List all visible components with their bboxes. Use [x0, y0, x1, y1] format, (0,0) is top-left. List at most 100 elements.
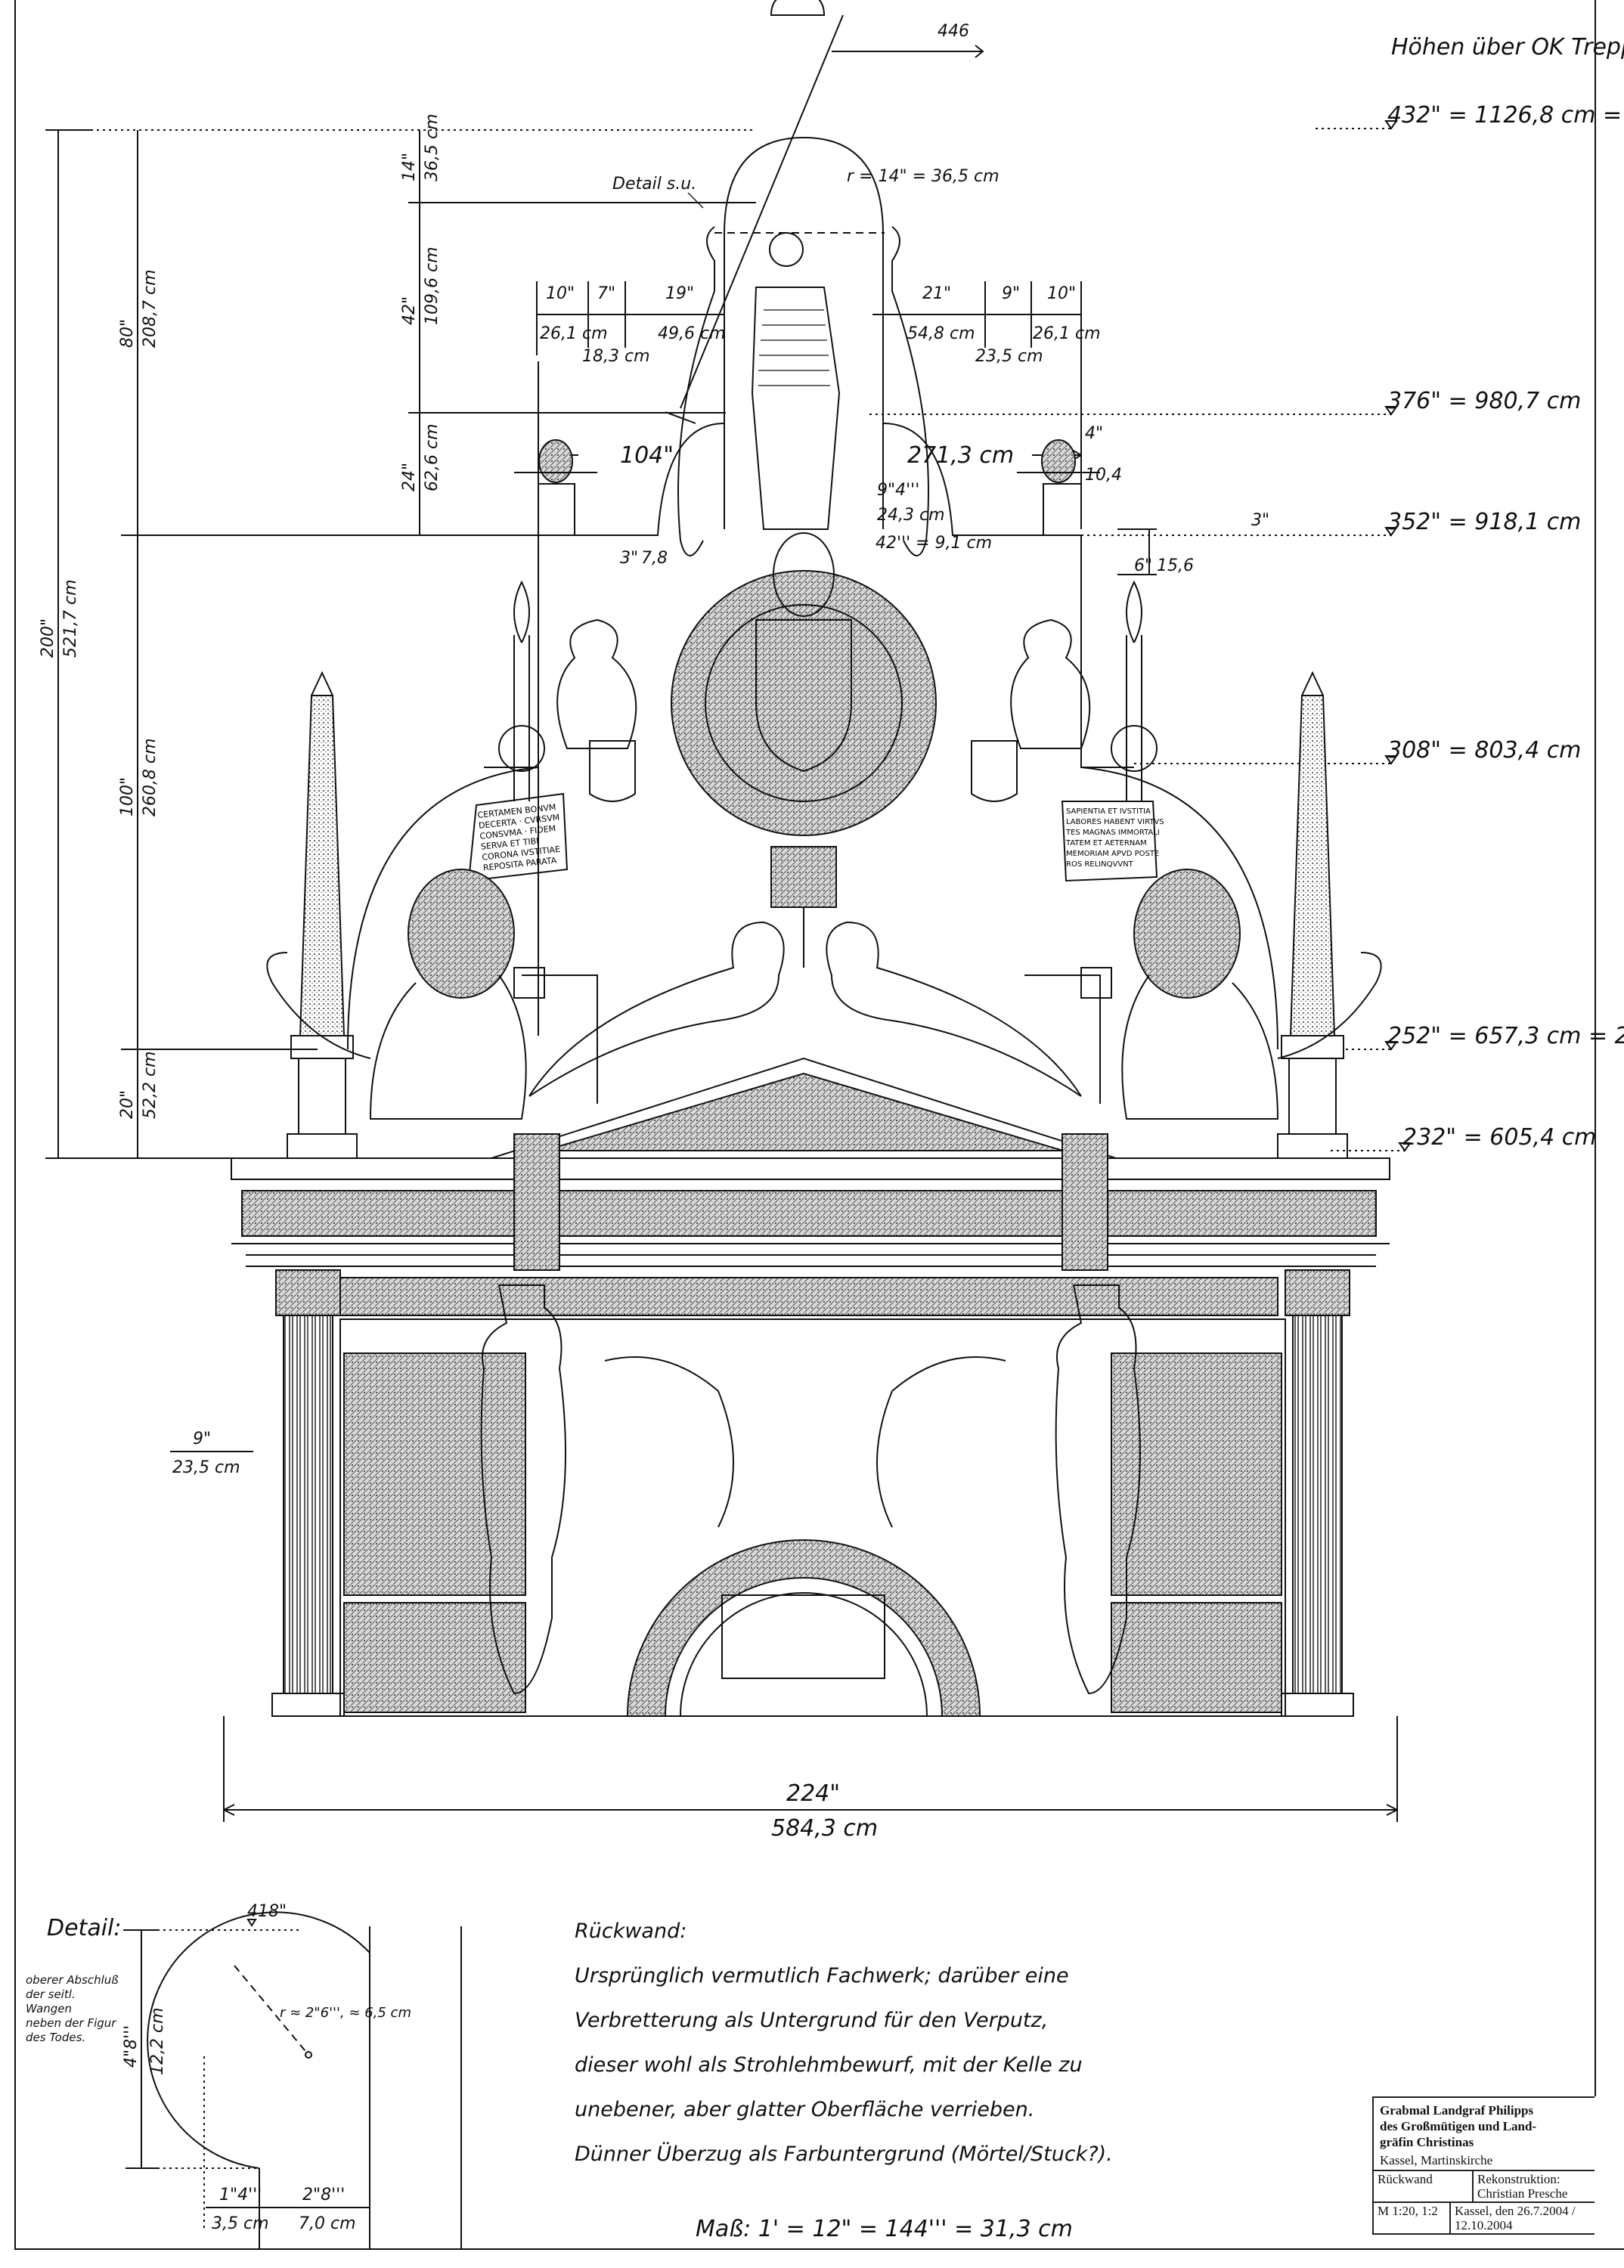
svg-text:23,5 cm: 23,5 cm — [975, 347, 1043, 366]
svg-text:54,8 cm: 54,8 cm — [907, 324, 975, 343]
svg-text:7,8: 7,8 — [641, 549, 668, 568]
svg-text:1"4''': 1"4''' — [219, 2186, 262, 2204]
obelisk-right — [1277, 671, 1348, 1159]
detail-description-line: oberer Abschluß — [26, 1973, 119, 1987]
drawing-scale: M 1:20, 1:2 — [1374, 2203, 1451, 2233]
arch — [626, 1539, 981, 1717]
svg-text:9"4''': 9"4''' — [877, 481, 919, 500]
svg-text:352" = 918,1 cm: 352" = 918,1 cm — [1387, 509, 1581, 535]
notes-line: unebener, aber glatter Oberfläche verrie… — [575, 2098, 1035, 2121]
title-block: Grabmal Landgraf Philipps des Großmütige… — [1372, 2096, 1595, 2235]
svg-text:224": 224" — [786, 1780, 840, 1807]
svg-text:252" = 657,3 cm = 21': 252" = 657,3 cm = 21' — [1387, 1023, 1624, 1049]
svg-text:49,6 cm: 49,6 cm — [658, 324, 726, 343]
svg-text:26,1 cm: 26,1 cm — [1033, 324, 1101, 343]
construction-notes: Rückwand: Ursprünglich vermutlich Fachwe… — [575, 1909, 1119, 2177]
height-level-308: 308" = 803,4 cm — [1134, 737, 1581, 765]
height-level-252: 252" = 657,3 cm = 21' — [1346, 1023, 1624, 1051]
top-marker: 446 — [832, 22, 984, 58]
svg-text:3": 3" — [1251, 511, 1269, 530]
column-left — [271, 1269, 345, 1717]
notes-line: Dünner Überzug als Farbuntergrund (Mörte… — [575, 2143, 1113, 2166]
angel-left — [556, 618, 637, 802]
notes-line: Ursprünglich vermutlich Fachwerk; darübe… — [575, 1964, 1069, 1988]
skull-ornament-left — [514, 439, 597, 483]
svg-text:Detail:: Detail: — [47, 1915, 121, 1941]
detail-description-line: der seitl. Wangen — [26, 1988, 76, 2015]
svg-text:200": 200" — [39, 618, 57, 658]
drawing-title: Grabmal Landgraf Philipps des Großmütige… — [1380, 2103, 1537, 2149]
detail-description-line: neben der Figur — [26, 2016, 116, 2030]
heights-header: Höhen über OK Treppe: — [1391, 34, 1624, 60]
notes-line: Verbretterung als Untergrund für den Ver… — [575, 2009, 1049, 2032]
svg-text:10,4: 10,4 — [1085, 466, 1122, 485]
svg-text:10": 10" — [1047, 284, 1076, 303]
svg-text:232" = 605,4 cm: 232" = 605,4 cm — [1402, 1124, 1596, 1151]
svg-text:15,6: 15,6 — [1157, 556, 1194, 575]
svg-text:42": 42" — [400, 296, 419, 325]
height-level-352: 352" = 918,1 cm — [1081, 509, 1581, 537]
upper-gable — [347, 423, 1278, 1050]
height-level-232: 232" = 605,4 cm — [1331, 1124, 1596, 1152]
svg-text:260,8 cm: 260,8 cm — [141, 738, 160, 816]
svg-text:10": 10" — [546, 284, 575, 303]
bottom-dimension: 224" 584,3 cm — [223, 1716, 1398, 1842]
svg-text:521,7 cm: 521,7 cm — [61, 579, 80, 658]
svg-text:432" = 1126,8 cm = 36': 432" = 1126,8 cm = 36' — [1387, 102, 1624, 129]
svg-text:24": 24" — [400, 463, 419, 491]
svg-text:7,0 cm: 7,0 cm — [299, 2214, 356, 2233]
svg-text:100": 100" — [118, 777, 137, 816]
notes-title: Rückwand: — [575, 1919, 687, 1943]
svg-text:109,6 cm: 109,6 cm — [423, 246, 442, 325]
notes-line: dieser wohl als Strohlehmbewurf, mit der… — [575, 2053, 1083, 2077]
svg-text:584,3 cm: 584,3 cm — [771, 1815, 878, 1842]
svg-text:80": 80" — [118, 319, 137, 348]
svg-text:104": 104" — [620, 442, 674, 469]
svg-text:20": 20" — [118, 1090, 137, 1119]
detail-drawing: Detail: 418" 4"8''' 12,2 cm r ≈ 2"6''', … — [47, 1902, 462, 2249]
skull-ornament-right — [1017, 439, 1100, 483]
death-figure — [665, 0, 844, 530]
svg-text:2"8''': 2"8''' — [302, 2186, 345, 2204]
svg-text:19": 19" — [665, 284, 694, 303]
svg-text:21": 21" — [922, 284, 951, 303]
obelisk-left — [287, 671, 358, 1159]
svg-text:3": 3" — [620, 549, 638, 568]
svg-text:62,6 cm: 62,6 cm — [423, 423, 442, 491]
relief-panel — [339, 1284, 1286, 1717]
drawing-date: Kassel, den 26.7.2004 /12.10.2004 — [1455, 2204, 1576, 2232]
svg-text:9": 9" — [1002, 284, 1020, 303]
detail-description-line: des Todes. — [26, 2031, 86, 2044]
svg-text:308" = 803,4 cm: 308" = 803,4 cm — [1387, 737, 1581, 764]
height-level-432: 432" = 1126,8 cm = 36' — [1316, 102, 1624, 130]
death-niche — [665, 0, 929, 556]
svg-text:24,3 cm: 24,3 cm — [877, 506, 945, 525]
svg-text:4": 4" — [1085, 424, 1103, 443]
height-levels: 432" = 1126,8 cm = 36' 376" = 980,7 cm 3… — [869, 102, 1624, 1152]
drawing-author: Rekonstruktion:Christian Presche — [1477, 2172, 1568, 2201]
detail-description: oberer Abschluß der seitl. Wangen neben … — [26, 1973, 124, 2045]
column-right — [1281, 1269, 1354, 1717]
svg-text:271,3 cm: 271,3 cm — [907, 442, 1014, 469]
svg-text:446: 446 — [938, 22, 969, 41]
lion-left — [266, 869, 527, 1120]
svg-text:52,2 cm: 52,2 cm — [141, 1051, 160, 1119]
coat-of-arms — [671, 532, 937, 968]
svg-text:r ≈ 2"6''', ≈ 6,5 cm: r ≈ 2"6''', ≈ 6,5 cm — [280, 2005, 411, 2021]
svg-text:4"8''': 4"8''' — [122, 2025, 141, 2068]
svg-text:26,1 cm: 26,1 cm — [540, 324, 608, 343]
svg-text:18,3 cm: 18,3 cm — [582, 347, 650, 366]
svg-text:208,7 cm: 208,7 cm — [141, 269, 160, 348]
sheet-frame — [14, 0, 1624, 2250]
svg-text:23,5 cm: 23,5 cm — [172, 1458, 240, 1477]
svg-text:9": 9" — [193, 1430, 211, 1448]
top-dimensions: 10" 26,1 cm 7" 18,3 cm 19" 49,6 cm 21" 5… — [536, 167, 1269, 1036]
angel-right — [971, 618, 1091, 802]
lion-right — [1121, 869, 1382, 1120]
drawing-part: Rückwand — [1374, 2171, 1474, 2201]
svg-text:CERTAMEN BONVMDECERTA · CVRSVM: CERTAMEN BONVMDECERTA · CVRSVMCONSVMA · … — [477, 802, 565, 873]
svg-text:3,5 cm: 3,5 cm — [212, 2214, 269, 2233]
